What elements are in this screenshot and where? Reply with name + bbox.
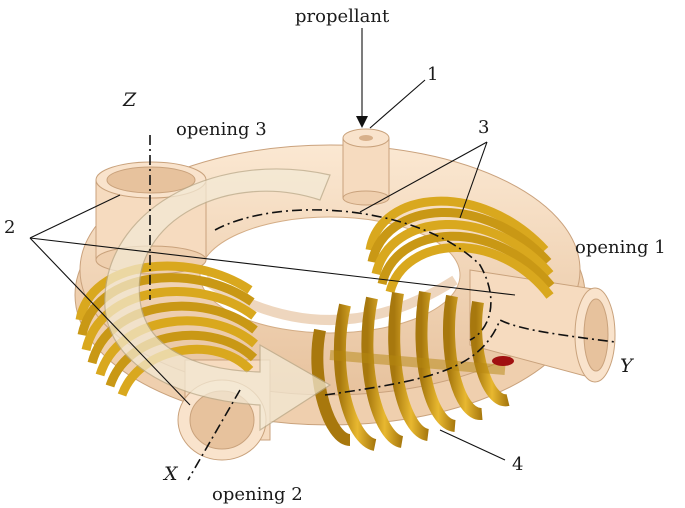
coil-front bbox=[311, 290, 514, 451]
flow-arrow bbox=[104, 168, 332, 432]
label-propellant: propellant bbox=[295, 6, 390, 27]
x-axis-line bbox=[187, 389, 241, 481]
electrode-tip bbox=[492, 356, 514, 366]
axis-label-y: Y bbox=[620, 355, 635, 377]
label-num-1: 1 bbox=[427, 64, 438, 85]
label-opening-1: opening 1 bbox=[575, 237, 666, 258]
y-axis-line bbox=[324, 318, 616, 396]
label-opening-3: opening 3 bbox=[176, 119, 267, 140]
axes bbox=[149, 135, 616, 481]
label-num-4: 4 bbox=[512, 454, 523, 475]
opening-3-tube bbox=[95, 161, 207, 275]
propellant-inlet bbox=[342, 128, 390, 206]
label-opening-2: opening 2 bbox=[212, 484, 303, 505]
axis-label-z: Z bbox=[122, 89, 137, 111]
label-num-2: 2 bbox=[4, 217, 15, 238]
center-ring-line bbox=[214, 209, 492, 341]
coil-right-back bbox=[365, 196, 555, 299]
label-num-3: 3 bbox=[478, 117, 489, 138]
opening-1-tube bbox=[469, 269, 616, 383]
leader-lines bbox=[29, 28, 516, 461]
axis-label-x: X bbox=[162, 463, 179, 485]
